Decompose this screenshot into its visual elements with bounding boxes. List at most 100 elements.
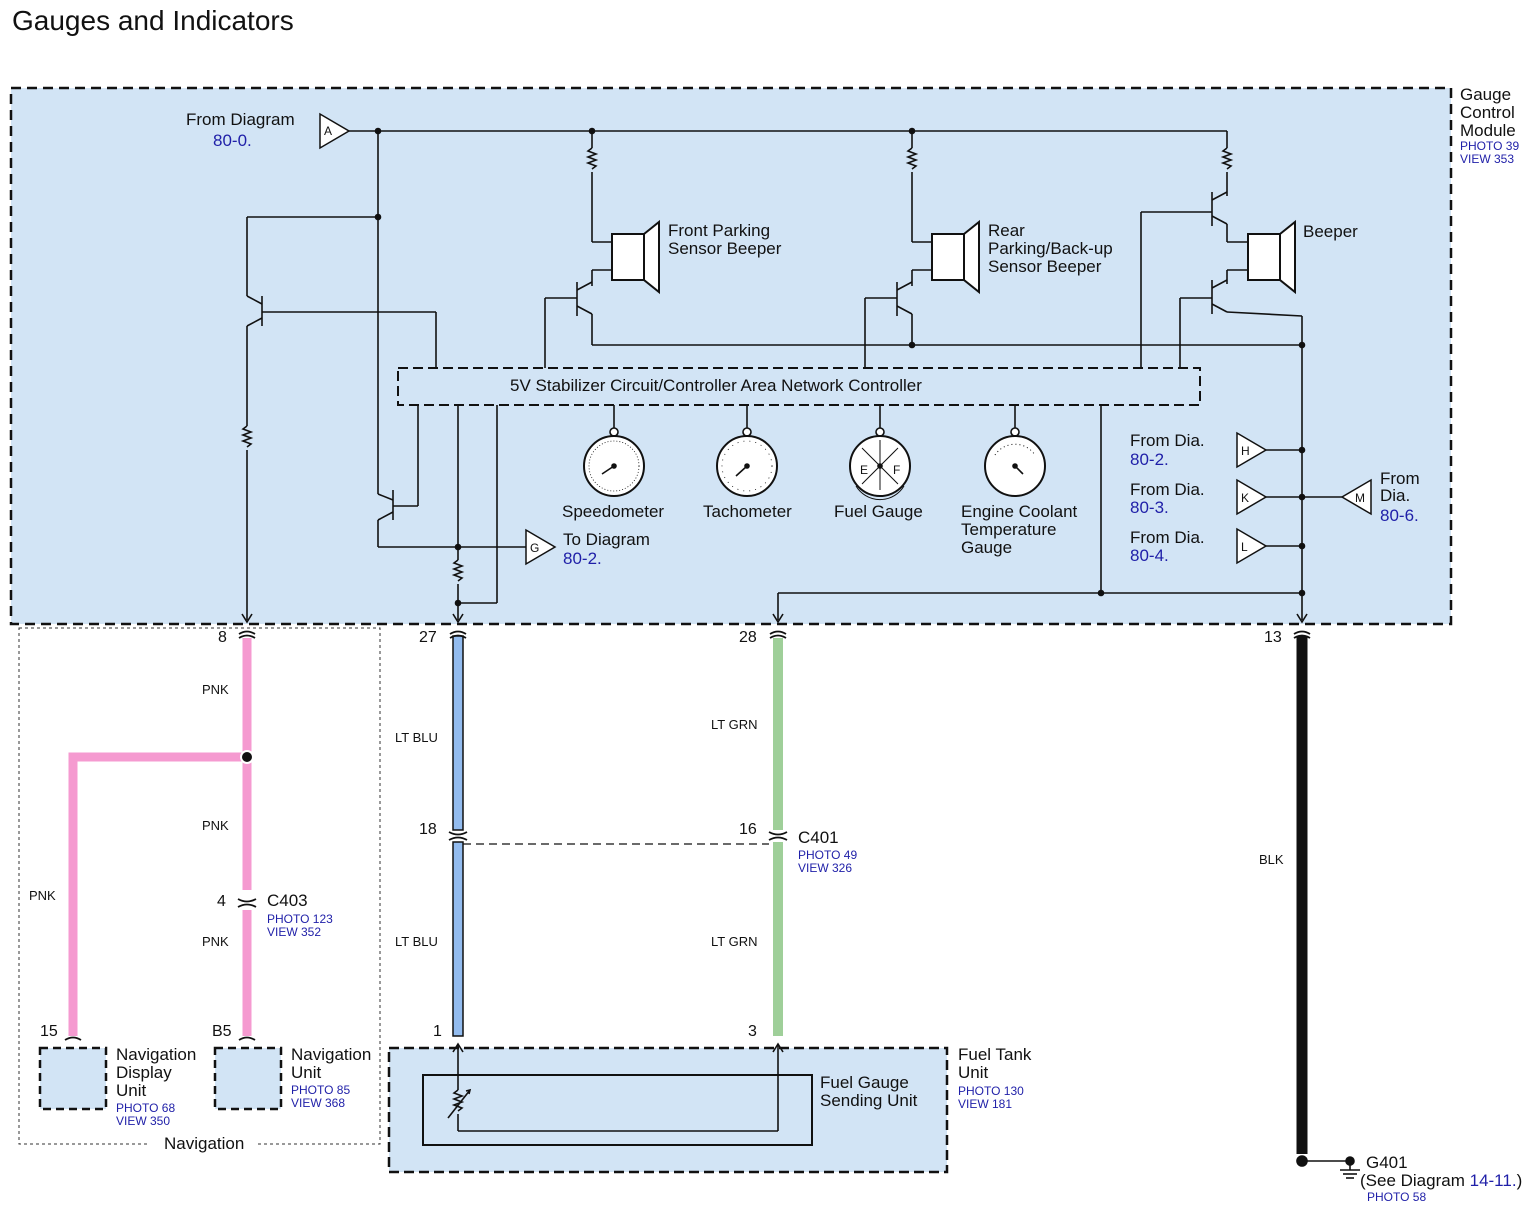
svg-text:LT GRN: LT GRN	[711, 934, 757, 949]
svg-text:M: M	[1355, 491, 1365, 505]
svg-text:1: 1	[433, 1023, 442, 1040]
svg-text:BLK: BLK	[1259, 852, 1284, 867]
svg-text:G: G	[530, 541, 539, 555]
svg-text:Temperature: Temperature	[961, 520, 1056, 539]
svg-text:VIEW 181: VIEW 181	[958, 1097, 1012, 1111]
svg-text:Navigation: Navigation	[291, 1045, 371, 1064]
speaker-icon	[931, 219, 980, 295]
svg-text:Unit: Unit	[291, 1063, 322, 1082]
svg-text:Engine Coolant: Engine Coolant	[961, 502, 1078, 521]
svg-text:Fuel Tank: Fuel Tank	[958, 1045, 1032, 1064]
svg-text:28: 28	[739, 629, 757, 646]
svg-text:B5: B5	[212, 1023, 232, 1040]
svg-text:From: From	[1380, 469, 1420, 488]
svg-text:Display: Display	[116, 1063, 172, 1082]
svg-text:Dia.: Dia.	[1380, 486, 1410, 505]
svg-text:80-3.: 80-3.	[1130, 498, 1169, 517]
sending-unit-circuit	[447, 1042, 784, 1132]
svg-text:27: 27	[419, 629, 437, 646]
svg-text:VIEW 368: VIEW 368	[291, 1096, 345, 1110]
svg-text:13: 13	[1264, 629, 1282, 646]
from-dia-h: From Dia. 80-2. H	[1130, 431, 1268, 469]
stabilizer-can-controller-box	[397, 367, 1201, 406]
svg-text:3: 3	[748, 1023, 757, 1040]
svg-text:Control: Control	[1460, 103, 1515, 122]
module-label: Gauge Control Module PHOTO 39 VIEW 353	[1460, 85, 1519, 166]
navigation-unit-box[interactable]	[213, 1046, 283, 1111]
svg-text:VIEW 326: VIEW 326	[798, 861, 852, 875]
svg-text:K: K	[1241, 491, 1249, 505]
navigation-unit-label: Navigation Unit PHOTO 85 VIEW 368	[291, 1045, 371, 1110]
svg-text:Front Parking: Front Parking	[668, 221, 770, 240]
fuel-gauge	[849, 427, 911, 501]
svg-text:From Dia.: From Dia.	[1130, 480, 1205, 499]
svg-text:PNK: PNK	[202, 818, 229, 833]
svg-text:LT BLU: LT BLU	[395, 730, 438, 745]
svg-text:Sensor Beeper: Sensor Beeper	[988, 257, 1102, 276]
svg-text:H: H	[1241, 444, 1250, 458]
svg-text:80-6.: 80-6.	[1380, 506, 1419, 525]
fuel-gauge-f: F	[893, 463, 900, 477]
wire-lt-blu[interactable]	[452, 635, 464, 1037]
fuel-tank-unit-label: Fuel Tank Unit PHOTO 130 VIEW 181	[958, 1045, 1032, 1111]
speaker-icon	[1247, 219, 1296, 295]
svg-text:Gauge: Gauge	[961, 538, 1012, 557]
tachometer-gauge	[716, 427, 778, 497]
coolant-gauge	[984, 427, 1046, 497]
navigation-group-label: Navigation	[164, 1134, 244, 1153]
from-dia-m: M From Dia. 80-6.	[1340, 469, 1420, 525]
sending-unit-label: Fuel Gauge Sending Unit	[820, 1073, 918, 1110]
from-dia-l: From Dia. 80-4. L	[1130, 527, 1268, 565]
svg-text:Gauge: Gauge	[1460, 85, 1511, 104]
svg-text:PNK: PNK	[202, 934, 229, 949]
svg-text:(See Diagram 14-11.): (See Diagram 14-11.)	[1360, 1171, 1522, 1190]
speaker-icon	[611, 219, 660, 295]
stabilizer-label: 5V Stabilizer Circuit/Controller Area Ne…	[510, 376, 922, 395]
wire-color-labels: PNK PNK PNK PNK LT BLU LT BLU LT GRN LT …	[29, 682, 1284, 949]
svg-text:PHOTO 68: PHOTO 68	[116, 1101, 175, 1115]
svg-text:Speedometer: Speedometer	[562, 502, 664, 521]
from-dia-k: From Dia. 80-3. K	[1130, 478, 1268, 517]
svg-text:4: 4	[217, 893, 226, 910]
svg-text:PNK: PNK	[29, 888, 56, 903]
svg-text:18: 18	[419, 821, 437, 838]
svg-text:Sensor Beeper: Sensor Beeper	[668, 239, 782, 258]
svg-text:80-2.: 80-2.	[563, 549, 602, 568]
from-diagram-a: From Diagram 80-0. A	[186, 110, 351, 150]
svg-text:8: 8	[218, 629, 227, 646]
module-circuit	[240, 127, 1342, 620]
fuel-tank-unit-box[interactable]	[387, 1046, 949, 1174]
svg-text:C403: C403	[267, 891, 308, 910]
svg-text:Fuel Gauge: Fuel Gauge	[834, 502, 923, 521]
splice-point	[242, 752, 252, 762]
pin-numbers: 8 27 28 13 18 16 4 15 B5 1 3	[40, 629, 1282, 1040]
fuel-gauge-e: E	[860, 463, 868, 477]
svg-text:Tachometer: Tachometer	[703, 502, 792, 521]
connector-marks	[64, 630, 1311, 1041]
svg-text:L: L	[1241, 540, 1248, 554]
fuel-gauge-sending-unit-box	[422, 1074, 813, 1146]
svg-text:Parking/Back-up: Parking/Back-up	[988, 239, 1113, 258]
svg-text:Navigation: Navigation	[116, 1045, 196, 1064]
svg-text:VIEW 350: VIEW 350	[116, 1114, 170, 1128]
svg-text:LT GRN: LT GRN	[711, 717, 757, 732]
svg-text:PHOTO 39: PHOTO 39	[1460, 139, 1519, 153]
svg-text:PNK: PNK	[202, 682, 229, 697]
navigation-display-unit-box[interactable]	[38, 1046, 108, 1111]
svg-text:16: 16	[739, 821, 757, 838]
svg-text:From Diagram: From Diagram	[186, 110, 295, 129]
speedometer-gauge	[583, 427, 645, 497]
to-diagram-g: G To Diagram 80-2.	[525, 528, 650, 568]
c403-label: C403 PHOTO 123 VIEW 352	[267, 891, 333, 939]
svg-text:PHOTO 49: PHOTO 49	[798, 848, 857, 862]
gauge-control-module-box[interactable]	[9, 86, 1453, 626]
svg-text:VIEW 353: VIEW 353	[1460, 152, 1514, 166]
svg-text:80-2.: 80-2.	[1130, 450, 1169, 469]
wire-pnk[interactable]	[68, 638, 252, 1036]
svg-text:From Dia.: From Dia.	[1130, 528, 1205, 547]
svg-text:Fuel Gauge: Fuel Gauge	[820, 1073, 909, 1092]
beeper-labels: Front Parking Sensor Beeper Rear Parking…	[668, 221, 1358, 276]
svg-text:PHOTO 85: PHOTO 85	[291, 1083, 350, 1097]
svg-text:15: 15	[40, 1023, 58, 1040]
svg-text:PHOTO 58: PHOTO 58	[1367, 1190, 1426, 1204]
